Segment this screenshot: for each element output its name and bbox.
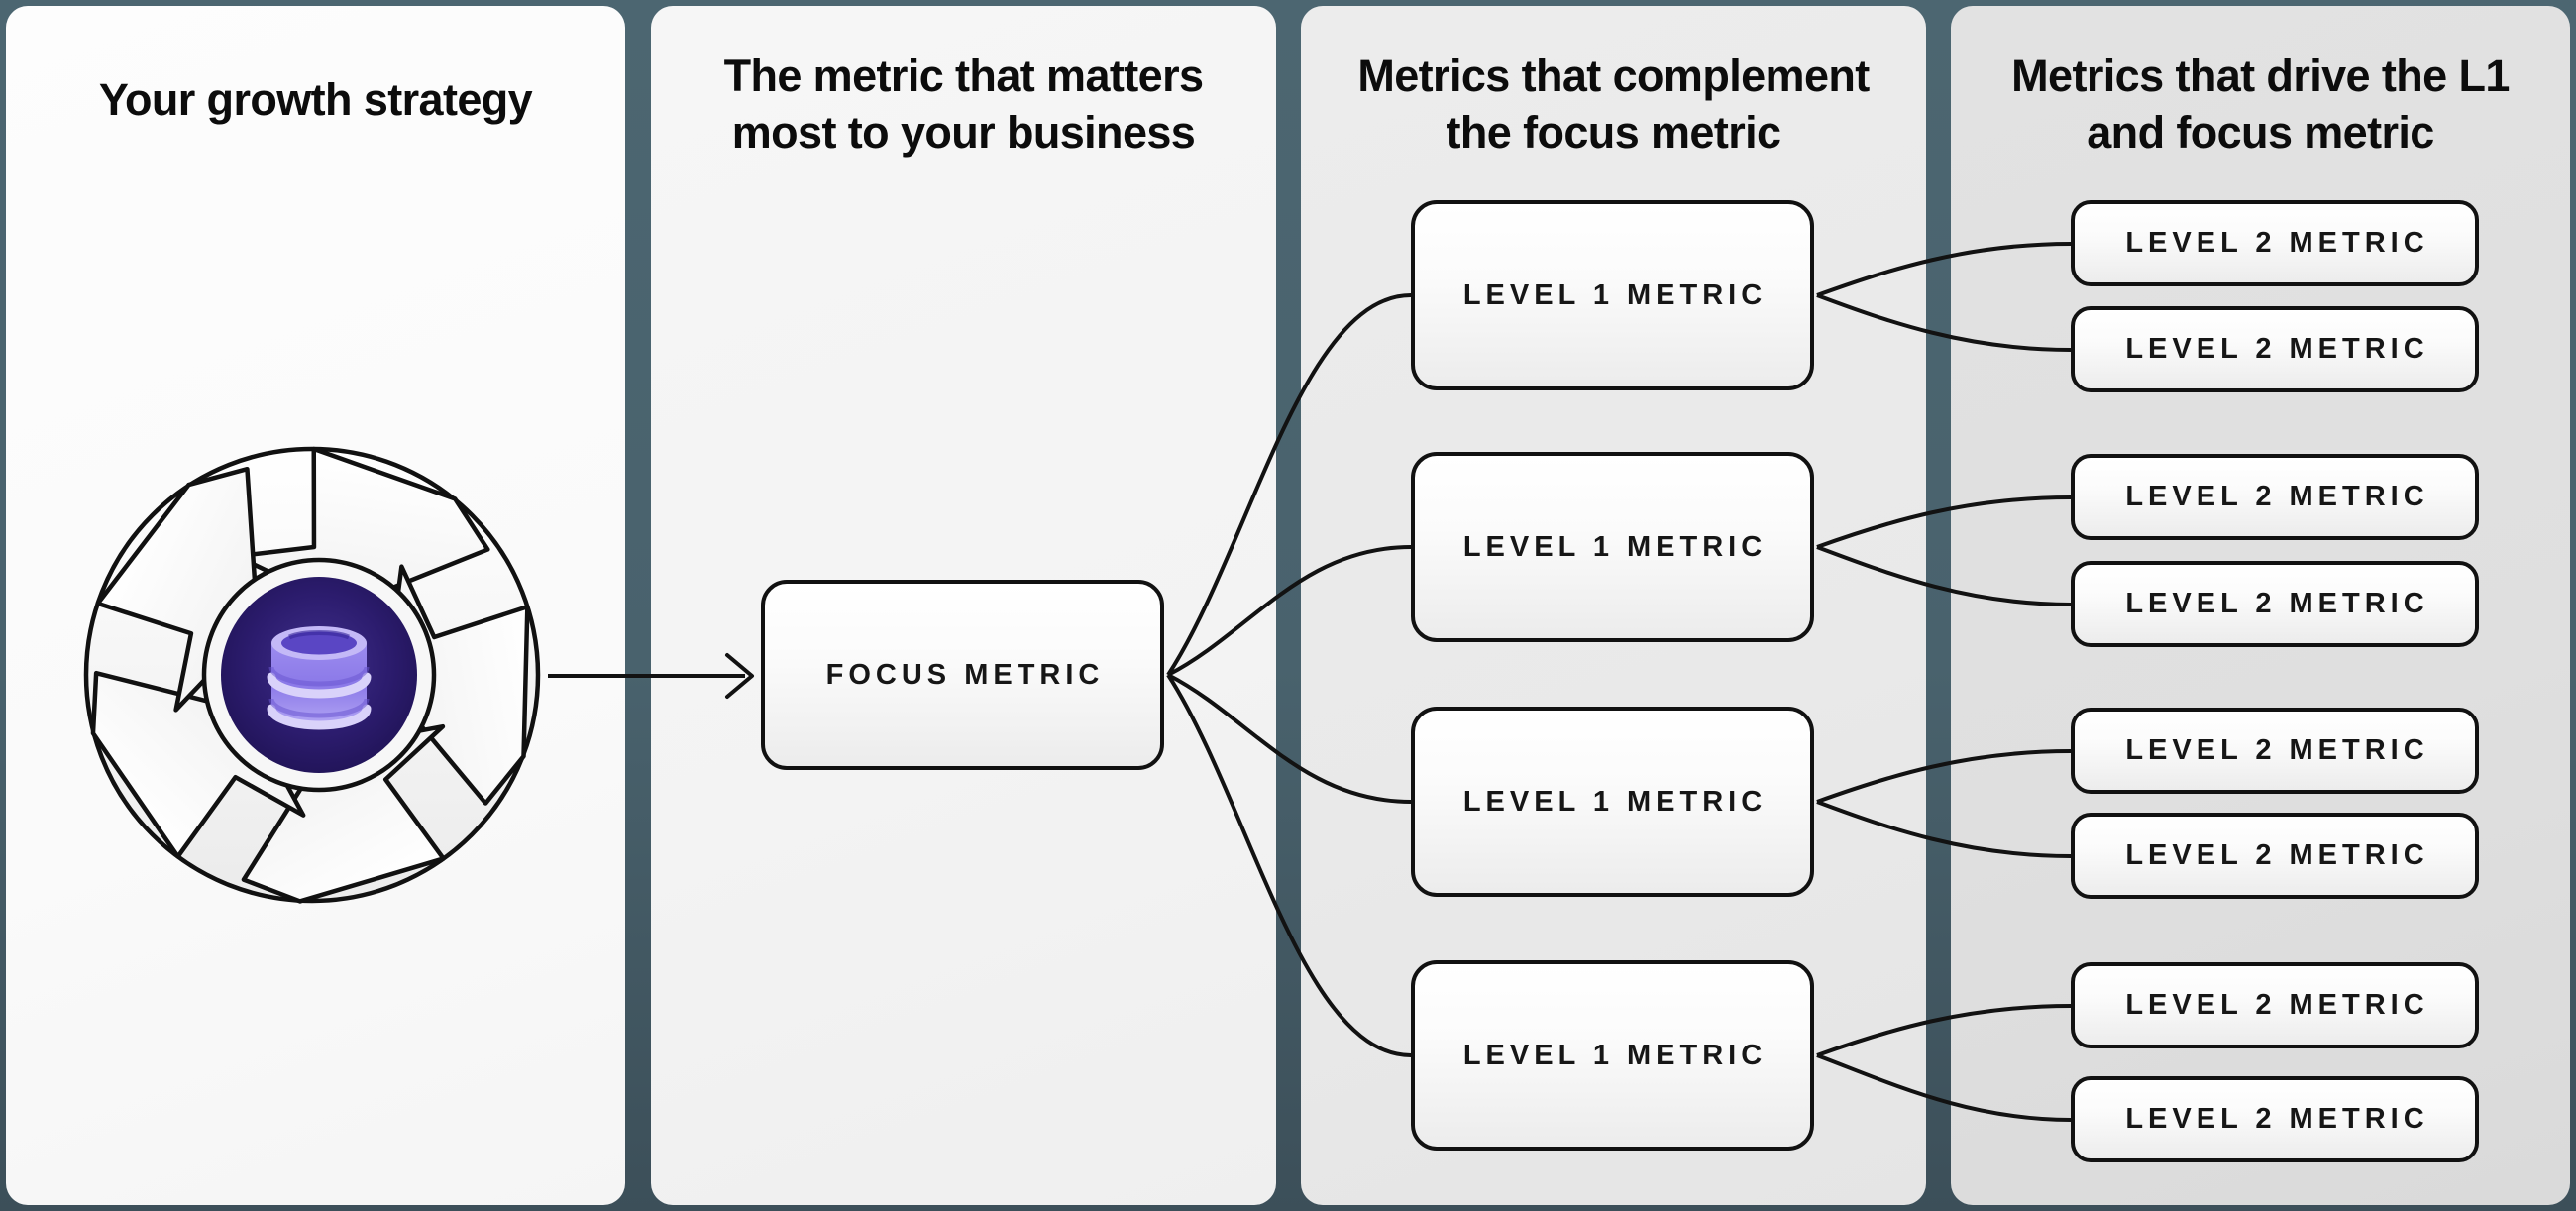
level2-metric-label: LEVEL 2 METRIC <box>2125 481 2429 512</box>
title-line: and focus metric <box>2087 107 2434 158</box>
growth-cycle-pinwheel-icon <box>83 446 541 904</box>
level2-metric-label: LEVEL 2 METRIC <box>2125 989 2429 1021</box>
level2-metric-label: LEVEL 2 METRIC <box>2125 333 2429 365</box>
arrow-icon <box>548 653 754 699</box>
curve-l1-to-l2 <box>1816 545 2072 606</box>
curve-focus-to-l1 <box>1166 293 1412 677</box>
curve-focus-to-l1 <box>1167 673 1412 804</box>
level1-metric-box: LEVEL 1 METRIC <box>1411 707 1814 897</box>
level1-metric-box: LEVEL 1 METRIC <box>1411 452 1814 642</box>
curve-focus-to-l1 <box>1166 673 1412 1057</box>
title-line: Your growth strategy <box>98 74 533 125</box>
curve-l1-to-l2 <box>1816 495 2072 549</box>
level2-metric-label: LEVEL 2 METRIC <box>2125 588 2429 619</box>
level2-metric-box: LEVEL 2 METRIC <box>2071 561 2479 647</box>
curve-l1-to-l2 <box>1816 1004 2072 1057</box>
curve-l1-to-l2 <box>1816 242 2072 297</box>
column-title-growth-strategy: Your growth strategy <box>6 71 625 128</box>
title-line: the focus metric <box>1446 107 1782 158</box>
title-line: Metrics that drive the L1 <box>2011 51 2510 101</box>
level2-metric-label: LEVEL 2 METRIC <box>2125 227 2429 259</box>
level1-metric-label: LEVEL 1 METRIC <box>1462 785 1768 818</box>
level2-metric-box: LEVEL 2 METRIC <box>2071 1076 2479 1162</box>
column-title-focus-metric: The metric that matters most to your bus… <box>651 48 1276 161</box>
level1-metric-label: LEVEL 1 METRIC <box>1462 530 1768 563</box>
curve-l1-to-l2 <box>1816 749 2072 804</box>
level2-metric-label: LEVEL 2 METRIC <box>2125 839 2429 871</box>
focus-metric-box: FOCUS METRIC <box>761 580 1164 770</box>
focus-metric-label: FOCUS METRIC <box>825 658 1105 691</box>
level2-metric-box: LEVEL 2 METRIC <box>2071 708 2479 794</box>
title-line: most to your business <box>731 107 1196 158</box>
level2-metric-box: LEVEL 2 METRIC <box>2071 454 2479 540</box>
level1-metric-label: LEVEL 1 METRIC <box>1462 278 1768 311</box>
column-focus-metric: The metric that matters most to your bus… <box>651 6 1276 1205</box>
title-line: The metric that matters <box>723 51 1204 101</box>
curve-l1-to-l2 <box>1816 800 2072 858</box>
level2-metric-label: LEVEL 2 METRIC <box>2125 1103 2429 1135</box>
curve-l1-to-l2 <box>1816 1053 2072 1122</box>
level2-metric-box: LEVEL 2 METRIC <box>2071 962 2479 1048</box>
curve-l1-to-l2 <box>1816 293 2072 352</box>
column-title-level1: Metrics that complement the focus metric <box>1301 48 1926 161</box>
level2-metric-label: LEVEL 2 METRIC <box>2125 734 2429 766</box>
column-title-level2: Metrics that drive the L1 and focus metr… <box>1951 48 2570 161</box>
database-icon <box>267 626 372 730</box>
level1-metric-box: LEVEL 1 METRIC <box>1411 200 1814 390</box>
level2-metric-box: LEVEL 2 METRIC <box>2071 813 2479 899</box>
title-line: Metrics that complement <box>1357 51 1870 101</box>
level2-metric-box: LEVEL 2 METRIC <box>2071 200 2479 286</box>
level1-metric-box: LEVEL 1 METRIC <box>1411 960 1814 1151</box>
level1-metric-label: LEVEL 1 METRIC <box>1462 1039 1768 1071</box>
curve-focus-to-l1 <box>1167 545 1412 677</box>
level2-metric-box: LEVEL 2 METRIC <box>2071 306 2479 392</box>
